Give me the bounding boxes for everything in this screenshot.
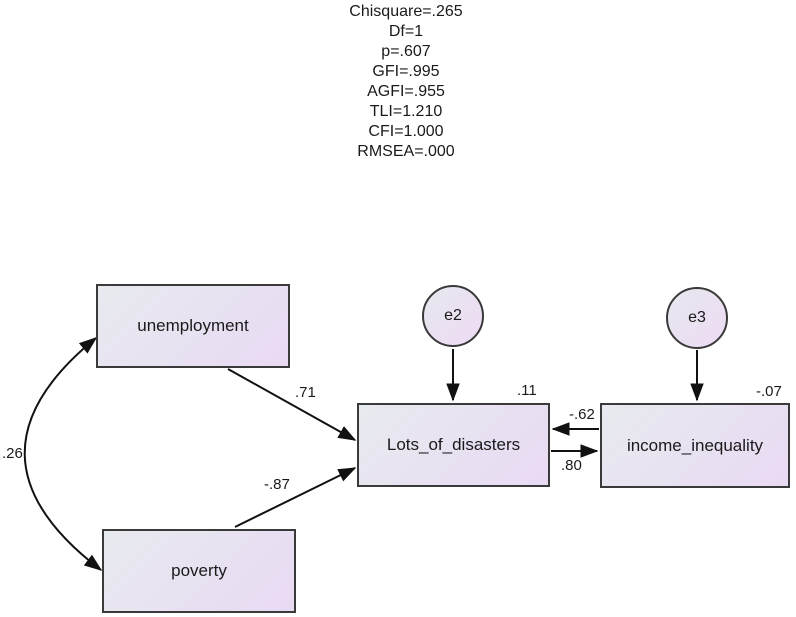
fit-stat-p: p=.607 [381,43,431,60]
covariance-coefficient-unemployment-poverty: .26 [2,445,23,462]
r-squared-lots-of-disasters: .11 [517,382,537,399]
error-label-e3: e3 [688,309,706,326]
fit-stat-cfi: CFI=1.000 [368,123,444,140]
variable-label-income-inequality: income_inequality [626,435,764,455]
variable-box-income-inequality: income_inequality [600,403,790,488]
error-term-e3: e3 [666,287,728,349]
fit-stat-tli: TLI=1.210 [369,103,443,120]
error-term-e2: e2 [422,285,484,347]
path-arrow-unemployment-to-disasters [227,368,357,441]
fit-stat-agfi: AGFI=.955 [367,83,445,100]
model-fit-statistics: Chisquare=.265 Df=1 p=.607 GFI=.995 AGFI… [256,2,556,162]
coefficient-unemployment-to-disasters: .71 [295,384,316,401]
covariance-arrow-unemployment-poverty [23,337,103,571]
variable-box-poverty: poverty [102,529,296,613]
fit-stat-chisquare: Chisquare=.265 [349,3,463,20]
path-arrow-poverty-to-disasters [234,467,357,528]
variable-box-lots-of-disasters: Lots_of_disasters [357,403,550,487]
coefficient-inequality-to-disasters: -.62 [569,406,595,423]
variable-box-unemployment: unemployment [96,284,290,368]
fit-stat-df: Df=1 [388,23,424,40]
fit-stat-gfi: GFI=.995 [372,63,440,80]
variable-label-unemployment: unemployment [137,316,249,335]
coefficient-disasters-to-inequality: .80 [561,457,582,474]
variable-label-lots-of-disasters: Lots_of_disasters [386,435,521,454]
fit-stat-rmsea: RMSEA=.000 [357,143,455,160]
r-squared-income-inequality: -.07 [756,383,782,400]
variable-label-poverty: poverty [171,561,227,580]
coefficient-poverty-to-disasters: -.87 [264,476,290,493]
error-label-e2: e2 [444,307,462,324]
